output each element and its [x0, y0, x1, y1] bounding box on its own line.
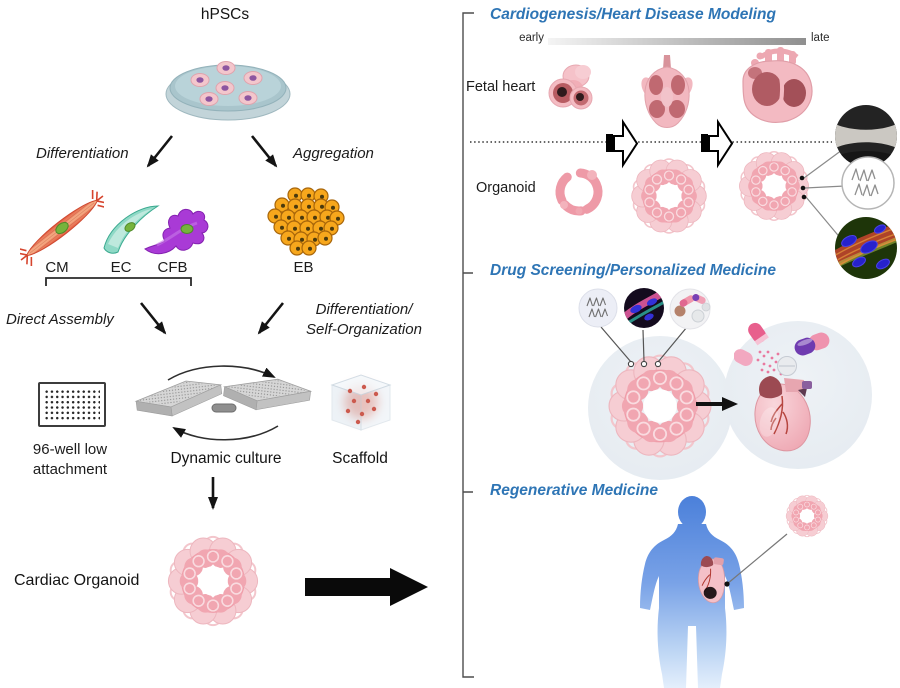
timeline-late-label: late [811, 32, 830, 44]
well-plate-icon [38, 382, 106, 427]
right-bracket [462, 12, 474, 678]
fetal-heart-stage2-icon [641, 55, 693, 128]
petri-dish-icon [165, 61, 291, 121]
fetal-heart-stage3-icon [742, 47, 813, 123]
fetal-heart-row-label: Fetal heart [466, 79, 536, 95]
well-plate-label: 96-well low attachment [12, 440, 128, 481]
differentiation-label: Differentiation [36, 145, 129, 162]
implanted-heart-illustration [697, 555, 726, 604]
drug-pills-circle [669, 288, 711, 330]
scaffold-cube-icon [330, 374, 392, 431]
rocker-platform-icon [133, 365, 313, 441]
eb-label: EB [293, 259, 314, 276]
diff-self-org-line2: Self-Organization [306, 321, 422, 339]
diff-self-org-label: Differentiation/ Self-Organization [298, 300, 430, 341]
drug-heart-illustration [754, 376, 812, 452]
regenerative-organoid-illustration [784, 493, 830, 539]
workflow-to-applications-arrow [305, 568, 428, 606]
cardiomyocyte-icon [20, 190, 104, 266]
fetal-heart-stage1-icon [548, 64, 593, 110]
dynamic-culture-label: Dynamic culture [170, 450, 282, 467]
hpscs-label: hPSCs [200, 6, 250, 23]
cm-label: CM [45, 259, 69, 276]
drug-waveform-circle [578, 288, 618, 328]
aggregation-label: Aggregation [293, 145, 374, 162]
organoid-stage2-icon [628, 155, 710, 237]
cardiac-organoid-illustration [164, 532, 262, 630]
cells-bracket [45, 277, 192, 286]
organoid-stage1-icon [555, 168, 603, 216]
organoid-row-label: Organoid [476, 180, 536, 196]
drug-fluorescence-circle [624, 288, 664, 328]
embryoid-body-icon [267, 187, 345, 256]
cardiogenesis-title: Cardiogenesis/Heart Disease Modeling [490, 6, 776, 23]
fibroblast-icon [144, 208, 209, 255]
waveform-inset [841, 156, 895, 210]
direct-assembly-label: Direct Assembly [6, 311, 114, 328]
timeline-early-label: early [519, 32, 544, 44]
timeline-gradient-bar [548, 38, 806, 45]
cfb-label: CFB [157, 259, 188, 276]
aggregation-arrow [250, 135, 278, 168]
well-plate-line1: 96-well low [32, 441, 108, 458]
drug-screening-title: Drug Screening/Personalized Medicine [490, 262, 776, 279]
organoid-stage3-icon [736, 148, 812, 224]
self-organization-arrow [257, 302, 285, 335]
endothelial-cell-icon [103, 205, 160, 254]
drug-organoid-illustration [604, 350, 716, 462]
ec-label: EC [110, 259, 132, 276]
pills-capsules-illustration [734, 322, 830, 376]
scaffold-label: Scaffold [332, 450, 388, 467]
human-body-silhouette [640, 496, 744, 688]
differentiation-arrow [146, 135, 174, 168]
direct-assembly-arrow [139, 302, 167, 335]
diff-self-org-line1: Differentiation/ [315, 301, 413, 318]
well-plate-line2: attachment [32, 461, 108, 479]
cardiac-organoid-label: Cardiac Organoid [14, 572, 140, 589]
immunofluorescence-inset [835, 217, 897, 279]
regenerative-title: Regenerative Medicine [490, 482, 658, 499]
